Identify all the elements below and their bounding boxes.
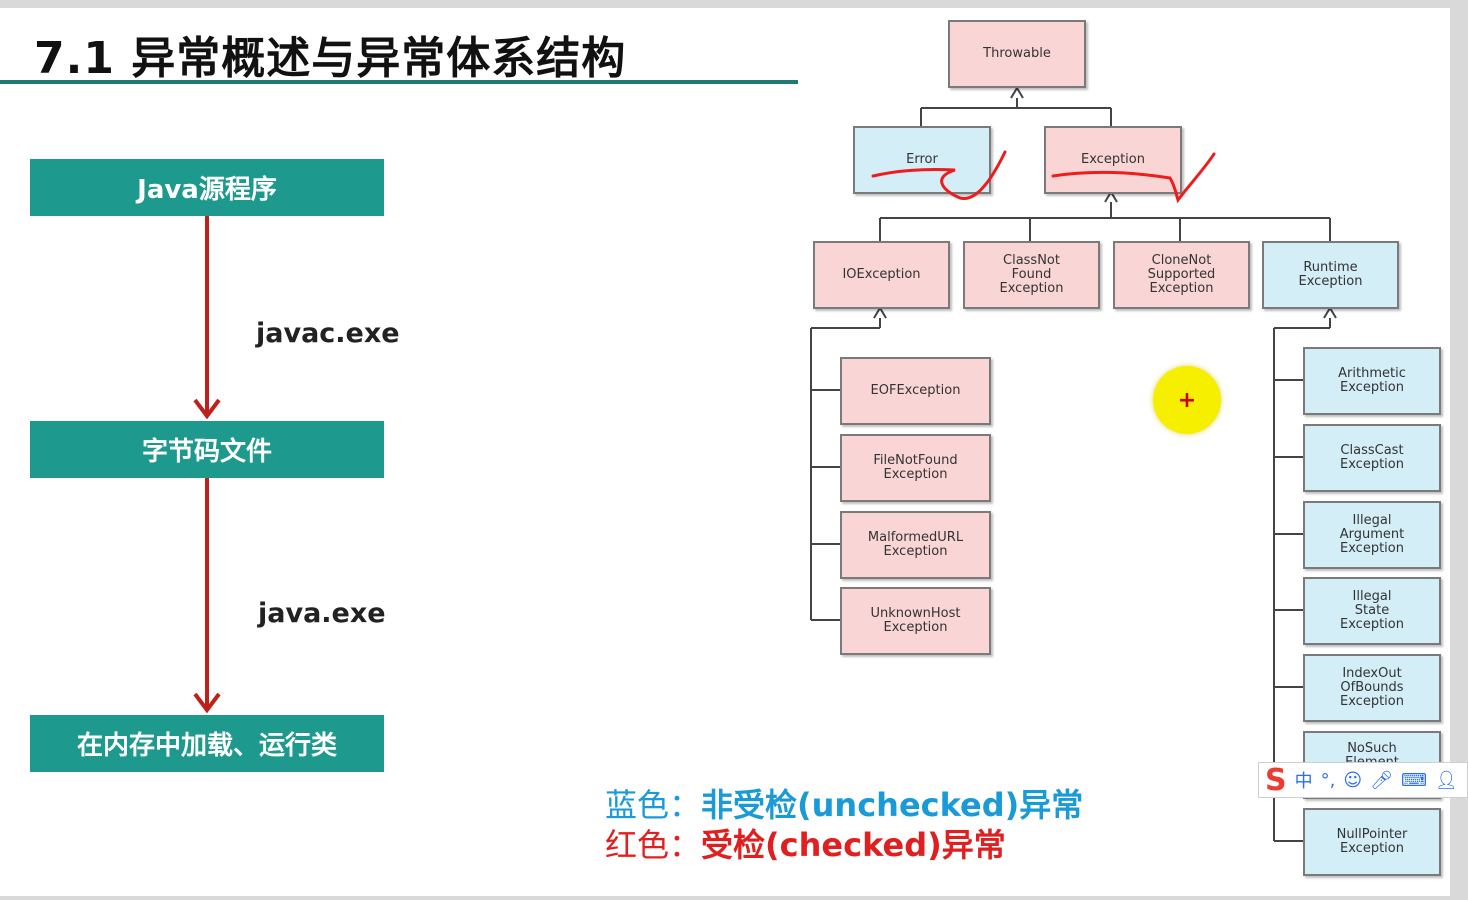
node-exception: Exception	[1044, 126, 1182, 194]
node-filenotfound: FileNotFound Exception	[840, 434, 991, 502]
crosshair-icon: +	[1177, 387, 1197, 413]
hierarchy-connectors	[810, 86, 1337, 842]
underline-error	[871, 150, 1007, 200]
node-arithmetic: Arithmetic Exception	[1303, 347, 1441, 415]
node-classcast: ClassCast Exception	[1303, 424, 1441, 492]
emoji-icon[interactable]: ☺	[1343, 769, 1363, 791]
page-title: 7.1 异常概述与异常体系结构	[34, 33, 627, 84]
node-classnotfound: ClassNot Found Exception	[963, 241, 1100, 309]
flow-arrowhead-2	[193, 692, 221, 714]
flow-label-java: java.exe	[258, 598, 386, 629]
node-eofexception: EOFException	[840, 357, 991, 425]
flow-box-runtime: 在内存中加载、运行类	[30, 715, 384, 772]
node-indexoutofbounds: IndexOut OfBounds Exception	[1303, 654, 1441, 722]
node-malformedurl: MalformedURL Exception	[840, 511, 991, 579]
flow-label-javac: javac.exe	[256, 318, 400, 349]
sogou-logo-icon[interactable]: S	[1265, 762, 1287, 798]
flow-arrows	[193, 216, 221, 714]
flow-box-bytecode: 字节码文件	[30, 421, 384, 478]
node-runtimeexception: Runtime Exception	[1262, 241, 1399, 309]
microphone-icon[interactable]: 🎤︎	[1370, 769, 1393, 791]
flow-arrowhead-1	[193, 398, 221, 420]
legend-unchecked: 蓝色：非受检(unchecked)异常	[605, 786, 1084, 824]
ime-toolbar[interactable]: S 中 °, ☺ 🎤︎ ⌨ 👤︎	[1258, 762, 1468, 798]
ime-mode-toggle[interactable]: 中	[1294, 771, 1313, 792]
node-nullpointer: NullPointer Exception	[1303, 808, 1441, 876]
legend-checked: 红色：受检(checked)异常	[605, 826, 1006, 864]
node-illegalargument: Illegal Argument Exception	[1303, 501, 1441, 569]
underline-exception	[1051, 152, 1216, 204]
user-icon[interactable]: 👤︎	[1434, 769, 1458, 791]
node-error: Error	[853, 126, 991, 194]
node-illegalstate: Illegal State Exception	[1303, 577, 1441, 645]
handwritten-annotations	[871, 150, 1216, 204]
keyboard-icon[interactable]: ⌨	[1400, 769, 1427, 791]
flow-box-source: Java源程序	[30, 159, 384, 216]
punctuation-icon[interactable]: °,	[1320, 769, 1336, 791]
node-ioexception: IOException	[813, 241, 950, 309]
node-clonenotsupported: CloneNot Supported Exception	[1113, 241, 1250, 309]
title-underline	[0, 80, 798, 84]
slide: 7.1 异常概述与异常体系结构 Java源程序 字节码文件 在内存中加载、运行类…	[0, 8, 1450, 896]
node-unknownhost: UnknownHost Exception	[840, 587, 991, 655]
node-throwable: Throwable	[948, 20, 1086, 88]
cursor-highlight: +	[1153, 366, 1221, 434]
